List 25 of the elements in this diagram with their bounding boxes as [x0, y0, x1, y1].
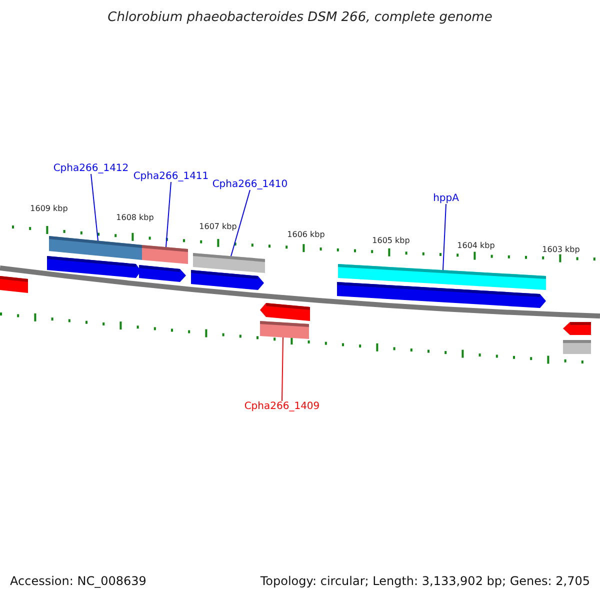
gene-bar [260, 321, 309, 339]
gene-label: Cpha266_1410 [212, 179, 288, 190]
leader-line [90, 174, 98, 242]
title: Chlorobium phaeobacteroides DSM 266, complete genome [108, 10, 492, 25]
footer-text: Accession: NC_008639 [10, 574, 146, 588]
gene-label: Cpha266_1412 [53, 163, 129, 174]
leader-line [282, 336, 284, 402]
scale-label: 1606 kbp [287, 230, 325, 239]
leader-line [166, 182, 172, 248]
scale-label: 1609 kbp [30, 204, 68, 213]
scale-label: 1607 kbp [199, 222, 237, 231]
gene-label: Cpha266_1411 [133, 171, 209, 182]
scale-label: 1608 kbp [116, 213, 154, 222]
footer-text: Topology: circular; Length: 3,133,902 bp; Genes: 2,705 [260, 574, 590, 588]
scale-label: 1603 kbp [542, 245, 580, 254]
gene-bar [338, 264, 546, 290]
gene-bar [193, 253, 265, 273]
scale-label: 1604 kbp [457, 241, 495, 250]
leader-line [230, 190, 250, 257]
gene-label: Cpha266_1409 [244, 401, 320, 412]
leader-line [442, 204, 446, 271]
gene-label: hppA [433, 193, 459, 204]
gene-bar [49, 236, 142, 260]
scale-label: 1605 kbp [372, 236, 410, 245]
gene-bar [142, 245, 188, 264]
